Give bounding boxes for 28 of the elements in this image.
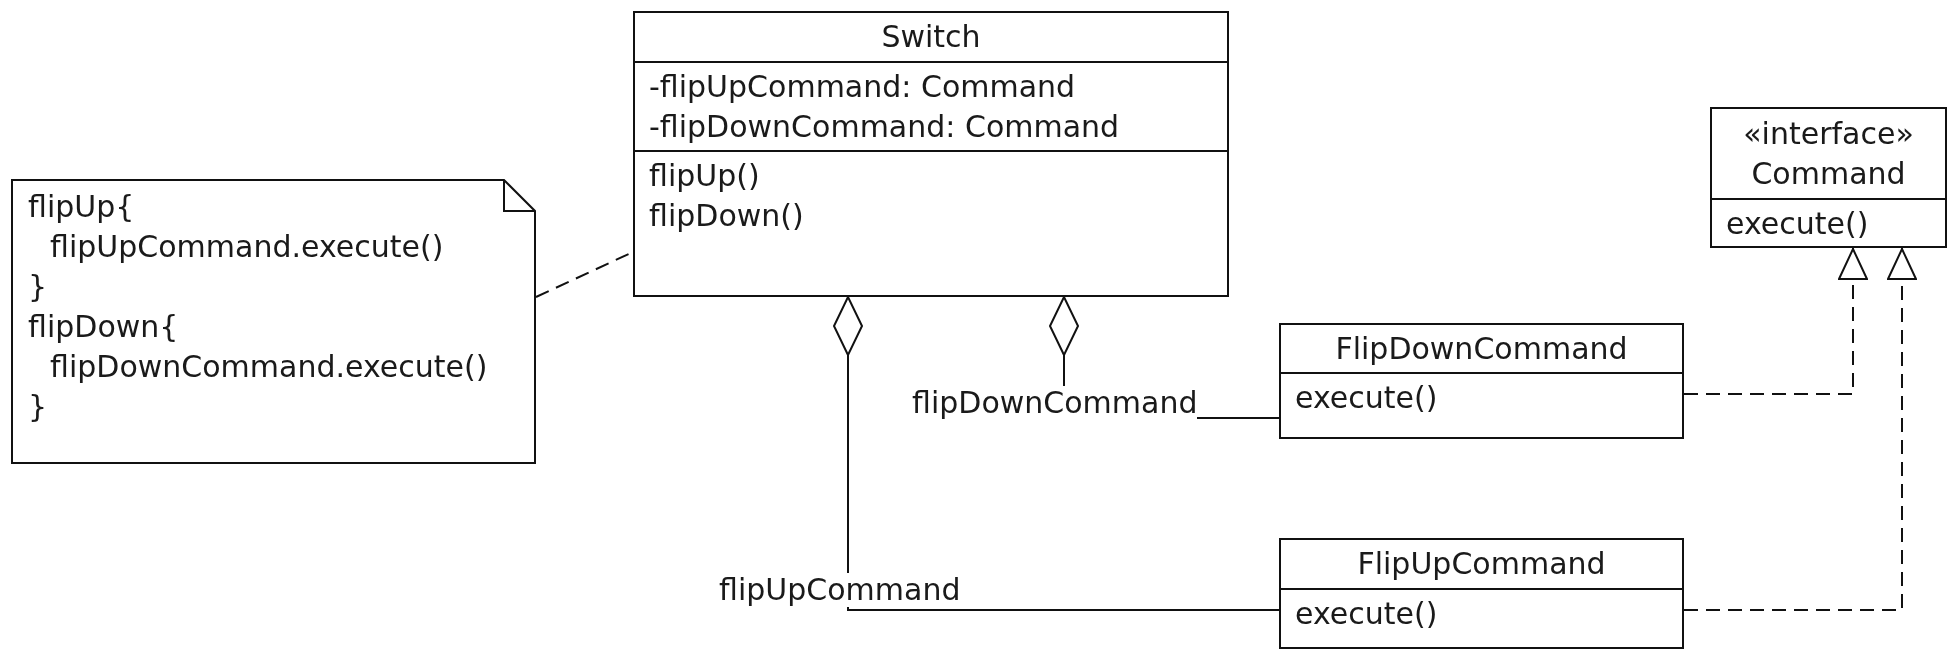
code-line: flipDownCommand.execute() <box>49 348 489 386</box>
class-box <box>633 11 1229 297</box>
method-text: execute() <box>1295 595 1438 633</box>
role-label: flipUpCommand <box>719 573 961 607</box>
stereotype-label: «interface» <box>1743 114 1914 153</box>
attribute-text: -flipUpCommand: Command <box>649 68 1076 106</box>
role-label: flipDownCommand <box>912 386 1198 420</box>
class-name: Command <box>1751 154 1906 193</box>
aggregation-line <box>833 296 1280 611</box>
method-text: flipDown() <box>649 197 804 235</box>
code-line: flipUpCommand.execute() <box>49 228 445 266</box>
class-name: FlipUpCommand <box>1357 545 1606 583</box>
class-box <box>1279 538 1684 649</box>
method-text: execute() <box>1295 379 1438 417</box>
class-name: Switch <box>881 18 981 56</box>
code-line: } <box>28 388 49 426</box>
code-line: flipUp{ <box>28 188 136 226</box>
method-text: execute() <box>1726 205 1869 243</box>
method-text: flipUp() <box>649 157 760 195</box>
class-name: FlipDownCommand <box>1335 329 1628 368</box>
code-line: } <box>28 268 49 306</box>
class-box <box>1710 107 1947 248</box>
realization-arrow <box>1683 247 1868 395</box>
code-line: flipDown{ <box>28 308 180 346</box>
class-box <box>1279 323 1684 439</box>
note-box <box>11 179 536 464</box>
realization-arrow <box>1683 247 1917 611</box>
attribute-text: -flipDownCommand: Command <box>649 108 1120 146</box>
